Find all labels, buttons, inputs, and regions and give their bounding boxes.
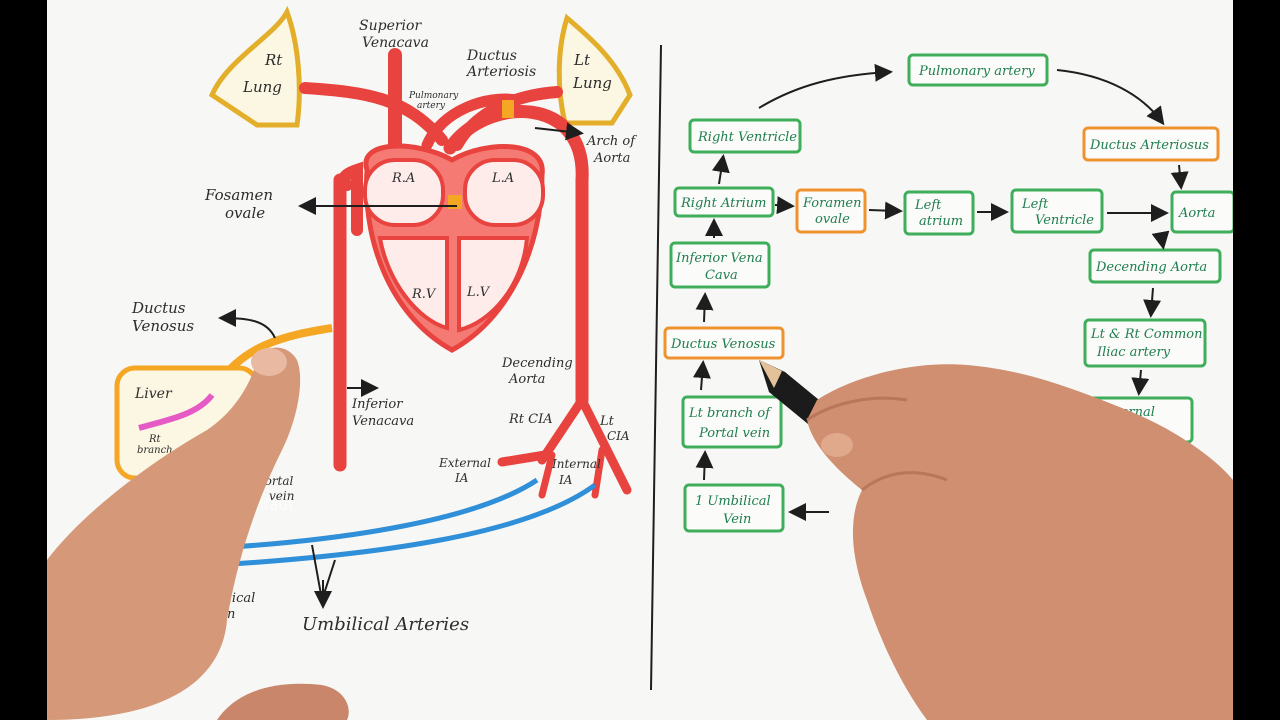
foramen-ovale-text-2: ovale (815, 212, 850, 227)
left-atrium-text: Left (914, 198, 942, 213)
left-atrium-box (903, 190, 975, 236)
inferior-venacava-label-2: Venacava (352, 414, 414, 429)
lt-lung-label: Lt (573, 51, 591, 69)
superior-venacava-label-2: Venacava (362, 35, 429, 51)
foramen-ovale-label: Fosamen (204, 186, 273, 204)
ductus-arteriosus-text: Ductus Arteriosus (1089, 138, 1209, 153)
flow-arrows (692, 63, 1189, 521)
left-hand (47, 347, 301, 720)
foramen-ovale-label-2: ovale (225, 204, 265, 222)
left-ventricle-box (1010, 188, 1104, 234)
pulmonary-artery-label: Pulmonary (408, 91, 459, 101)
superior-venacava-label: Superior (359, 18, 422, 34)
umbilical-vessels (216, 477, 597, 568)
decending-aorta-label: Decending (501, 356, 573, 371)
aorta-text: Aorta (1178, 206, 1215, 221)
heart: R.A L.A R.V L.V (363, 143, 545, 353)
umbilical-vein-text-2: Vein (723, 512, 751, 527)
portal-branch-vessel (138, 393, 215, 431)
liver-label: Liver (134, 386, 173, 402)
lt-branch-portal-text-2: Portal vein (698, 426, 770, 441)
lt-cia-label: Lt (599, 414, 615, 429)
ductus-venosus-label: Ductus (131, 299, 186, 317)
right-ventricle-box (688, 118, 802, 154)
pulmonary-artery-box (907, 53, 1049, 87)
umbilical-vein-text: 1 Umbilical (695, 494, 771, 509)
ductus-venosus-text: Ductus Venosus (670, 337, 776, 352)
left-ventricle-text-2: Ventricle (1035, 213, 1094, 228)
circulation-flowchart: Pulmonary artery Right Ventricle Ductus … (663, 53, 1233, 533)
foramen-ovale-box (795, 188, 867, 234)
lv-label: L.V (466, 285, 491, 300)
foramen-ovale-text: Foramen (802, 196, 862, 211)
ductus-arteriosis-label-2: Arteriosis (465, 64, 536, 80)
rt-branch-label-2: branch (137, 445, 173, 456)
common-iliac-box (1083, 318, 1207, 368)
rv-label: R.V (411, 287, 437, 302)
left-ventricle-text: Left (1021, 197, 1049, 212)
common-iliac-text-2: Iliac artery (1096, 345, 1171, 360)
external-ia-label-2: IA (454, 471, 469, 485)
ductus-venosus-label-2: Venosus (132, 317, 194, 335)
ra-label: R.A (391, 171, 415, 186)
portal-vein-label-2: vein (269, 489, 294, 503)
inferior-vena-cava-text-2: Cava (705, 268, 738, 283)
paper-sheet: Rt Lung Lt Lung R.A (47, 0, 1233, 720)
la-label: L.A (491, 171, 514, 186)
rt-lung-label: Rt (264, 51, 283, 69)
right-lung-shape (208, 5, 302, 128)
right-atrium-box (673, 186, 775, 218)
internal-ia-label: Internal (551, 457, 601, 471)
common-iliac-text: Lt & Rt Common (1090, 327, 1202, 342)
external-ia-label: External (438, 456, 491, 470)
decending-aorta-box (1088, 248, 1222, 284)
lt-branch-portal-box (681, 395, 783, 449)
ductus-arteriosus-box (1082, 126, 1220, 162)
pulmonary-artery-label-2: artery (417, 101, 446, 111)
decending-aorta-label-2: Aorta (508, 372, 545, 387)
diagram-canvas: Rt Lung Lt Lung R.A (47, 5, 1233, 720)
left-atrium-chamber (463, 158, 545, 227)
right-ventricle-chamber (377, 236, 449, 331)
hand-overlays (47, 347, 1233, 720)
page-divider (650, 44, 662, 691)
lt-lung-label-2: Lung (572, 74, 612, 92)
right-hand (807, 364, 1233, 720)
left-lung-shape (556, 13, 633, 126)
lt-cia-label-2: CIA (607, 429, 630, 443)
arch-of-aorta-label-2: Aorta (593, 151, 630, 166)
ductus-venosus-arrow (218, 309, 276, 339)
rt-lung-label-2: Lung (242, 78, 282, 96)
rt-branch-label: Rt (148, 434, 162, 445)
left-atrium-text-2: atrium (919, 214, 963, 229)
ductus-arteriosus-vessel (502, 100, 514, 118)
arch-of-aorta-label: Arch of (586, 134, 637, 149)
rt-cia-label: Rt CIA (508, 412, 553, 427)
right-atrium-text: Right Atrium (680, 196, 766, 211)
ductus-venosus-box (663, 326, 785, 360)
right-atrium-chamber (363, 158, 445, 227)
arch-aorta-arrow (534, 122, 584, 141)
umbilical-arteries-label: Umbilical Arteries (302, 614, 469, 635)
ductus-arteriosis-label: Ductus (466, 48, 517, 64)
internal-ia-label-2: IA (558, 473, 573, 487)
aorta-box (1170, 190, 1233, 234)
red-vessels (299, 48, 632, 499)
fetal-circulation-diagram: Rt Lung Lt Lung R.A (114, 5, 637, 635)
right-ventricle-text: Right Ventricle (697, 130, 797, 145)
lt-branch-portal-text: Lt branch of (688, 406, 772, 421)
inferior-vena-cava-box (669, 241, 771, 289)
inferior-venacava-label: Inferior (351, 397, 403, 412)
pulmonary-artery-text: Pulmonary artery (918, 64, 1035, 79)
inferior-vena-cava-text: Inferior Vena (675, 251, 763, 266)
umbilical-vein-box (683, 483, 785, 533)
decending-aorta-text: Decending Aorta (1095, 260, 1207, 275)
left-ventricle-chamber (457, 236, 530, 333)
